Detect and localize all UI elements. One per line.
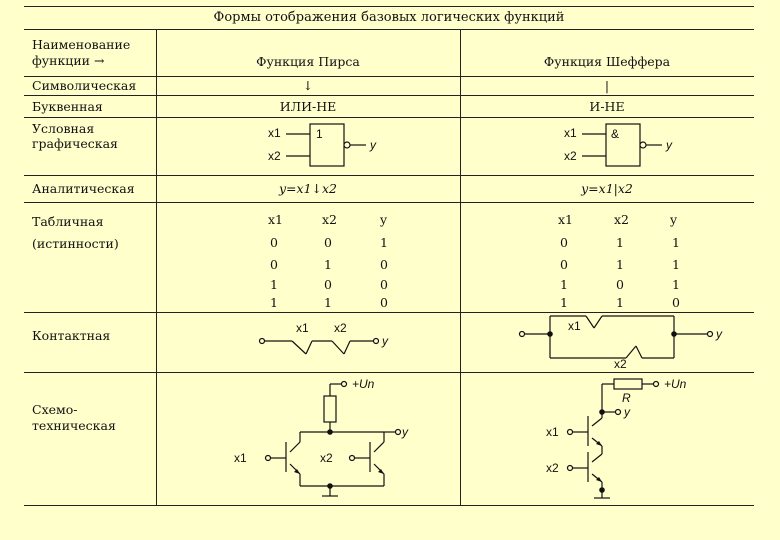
- nor-gate-label: 1: [316, 127, 323, 141]
- resistor-icon: [613, 378, 643, 390]
- header-col-sheffer: Функция Шеффера: [543, 54, 671, 69]
- truth-cell: 1: [616, 295, 624, 310]
- supply-label: +Un: [352, 377, 375, 391]
- row-label-graphic: Условная графическая: [32, 121, 118, 151]
- truth-cell: 1: [560, 277, 568, 292]
- row-divider: [24, 175, 754, 176]
- truth-cell: 1: [560, 295, 568, 310]
- y-label: y: [381, 334, 389, 348]
- supply-label: +Un: [664, 377, 687, 391]
- truth-cell: 0: [560, 257, 568, 272]
- header-col-pierce: Функция Пирса: [256, 54, 360, 69]
- truth-cell: 1: [324, 257, 332, 272]
- sheffer-contact-diagram: x1 x2 y: [518, 315, 723, 371]
- x1-label: x1: [296, 321, 309, 335]
- resistor-icon: [323, 395, 337, 423]
- x1-label: x1: [546, 425, 559, 439]
- x1-label: x1: [268, 126, 281, 140]
- table-title: Формы отображения базовых логических фун…: [213, 10, 565, 25]
- truth-header: y: [380, 212, 388, 227]
- y-label: y: [715, 327, 723, 341]
- x2-label: x2: [614, 357, 627, 371]
- truth-cell: 0: [270, 235, 278, 250]
- y-label: y: [401, 425, 409, 439]
- sheffer-transistor-circuit: +Un R y x1 x2: [546, 377, 687, 499]
- y-label: y: [623, 405, 631, 419]
- truth-header: y: [670, 212, 678, 227]
- x1-label: x1: [234, 451, 247, 465]
- x1-label: x1: [568, 319, 581, 333]
- pierce-formula: y=x1↓x2: [278, 181, 337, 196]
- row-label-contact: Контактная: [32, 328, 111, 343]
- truth-header: x2: [614, 212, 630, 227]
- header-row-label: Наименование функции →: [32, 37, 131, 68]
- x2-label: x2: [268, 149, 281, 163]
- truth-cell: 1: [616, 257, 624, 272]
- truth-cell: 0: [270, 257, 278, 272]
- row-divider: [24, 372, 754, 373]
- column-divider: [460, 29, 461, 506]
- x1-label: x1: [564, 126, 577, 140]
- nor-gate-symbol: 1 x1 x2 y: [268, 123, 377, 167]
- truth-cell: 0: [380, 257, 388, 272]
- row-label-truth-table: Табличная (истинности): [32, 214, 119, 251]
- truth-cell: 0: [380, 295, 388, 310]
- truth-cell: 1: [324, 295, 332, 310]
- truth-cell: 1: [616, 235, 624, 250]
- truth-header: x1: [558, 212, 574, 227]
- x2-label: x2: [546, 461, 559, 475]
- truth-cell: 0: [324, 277, 332, 292]
- row-divider: [24, 117, 754, 118]
- truth-cell: 0: [380, 277, 388, 292]
- nand-gate-symbol: & x1 x2 y: [564, 123, 673, 167]
- pierce-transistor-circuit: +Un y x1: [234, 377, 409, 497]
- row-divider: [24, 76, 754, 77]
- pierce-letter: ИЛИ-НЕ: [279, 99, 337, 114]
- truth-cell: 1: [270, 277, 278, 292]
- x2-label: x2: [564, 149, 577, 163]
- column-divider: [156, 29, 157, 506]
- truth-header: x2: [322, 212, 338, 227]
- truth-cell: 1: [380, 235, 388, 250]
- pierce-contact-diagram: x1 x2 y: [258, 321, 389, 355]
- row-label-circuit: Схемо-техническая: [32, 402, 116, 433]
- nand-gate-label: &: [611, 127, 619, 141]
- truth-header: x1: [268, 212, 284, 227]
- x2-label: x2: [320, 451, 333, 465]
- row-label-letter: Буквенная: [32, 99, 103, 114]
- title-divider: [24, 29, 754, 30]
- truth-cell: 0: [672, 295, 680, 310]
- sheffer-formula: y=x1|x2: [581, 181, 633, 196]
- table-border-top: [24, 6, 754, 7]
- truth-cell: 0: [616, 277, 624, 292]
- table-border-bottom: [24, 505, 754, 506]
- diagrams-layer: 1 x1 x2 y & x1 x2 y x1: [234, 123, 723, 499]
- truth-cell: 0: [324, 235, 332, 250]
- truth-cell: 1: [672, 257, 680, 272]
- sheffer-letter: И-НЕ: [589, 99, 625, 114]
- truth-cell: 1: [270, 295, 278, 310]
- row-divider: [24, 312, 754, 313]
- logic-forms-table: Формы отображения базовых логических фун…: [24, 6, 754, 506]
- pierce-symbol: ↓: [302, 78, 314, 93]
- x2-label: x2: [334, 321, 347, 335]
- y-label: y: [369, 138, 377, 152]
- row-divider: [24, 95, 754, 96]
- truth-cell: 1: [672, 235, 680, 250]
- row-label-analytic: Аналитическая: [32, 181, 135, 196]
- resistor-label: R: [622, 391, 631, 405]
- y-label: y: [665, 138, 673, 152]
- truth-cell: 0: [560, 235, 568, 250]
- truth-cell: 1: [672, 277, 680, 292]
- sheffer-symbol: |: [604, 78, 610, 93]
- row-divider: [24, 202, 754, 203]
- row-label-symbolic: Символическая: [32, 78, 137, 93]
